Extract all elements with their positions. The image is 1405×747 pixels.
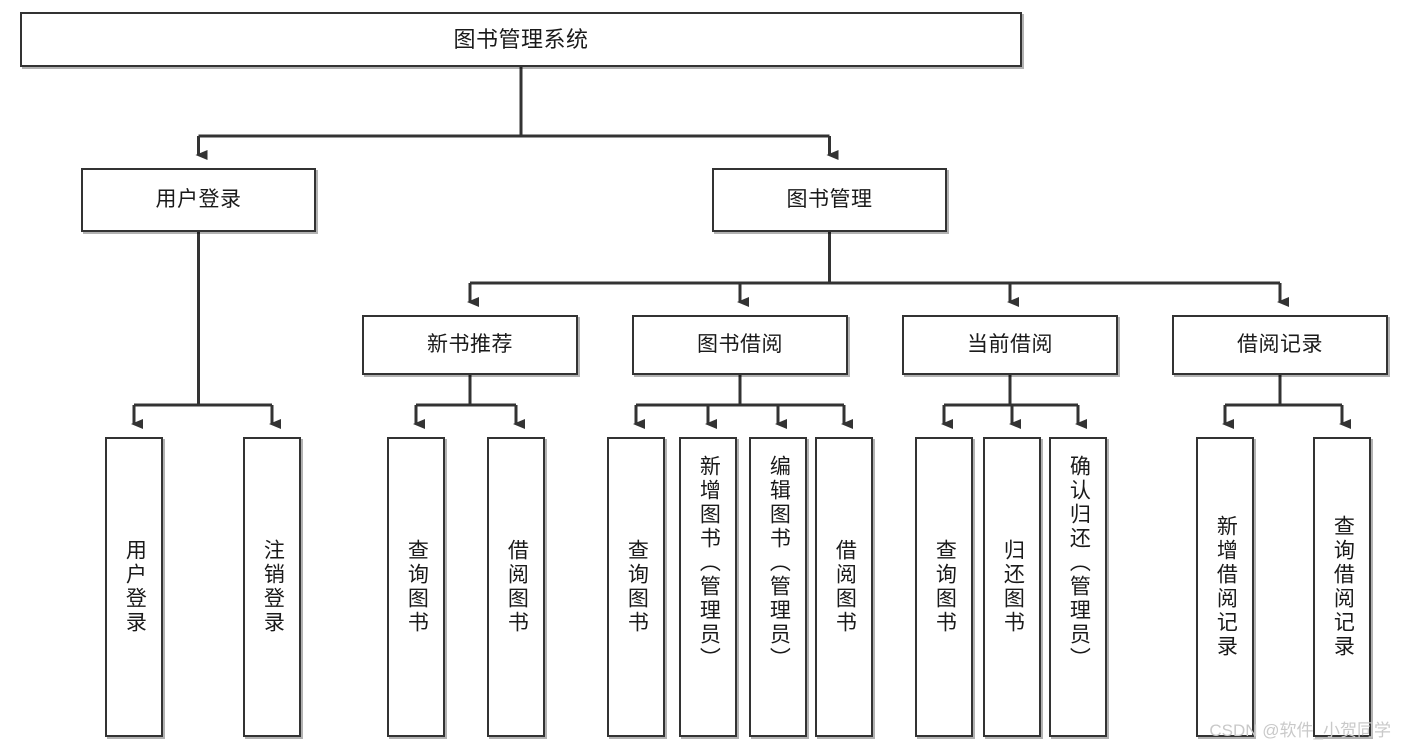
node-label: 新增借阅记录 bbox=[1214, 515, 1238, 659]
node-leaf-logout[interactable]: 注销登录 bbox=[243, 437, 301, 737]
node-label: 新书推荐 bbox=[427, 332, 513, 356]
node-label: 图书管理系统 bbox=[453, 26, 589, 52]
node-label: 当前借阅 bbox=[967, 332, 1053, 356]
node-label: 借阅图书 bbox=[505, 539, 529, 635]
node-borrow-record[interactable]: 借阅记录 bbox=[1172, 315, 1388, 375]
node-leaf-add-book[interactable]: 新增图书（管理员） bbox=[679, 437, 737, 737]
node-label: 查询图书 bbox=[933, 539, 957, 635]
node-leaf-borrow-book-recommend[interactable]: 借阅图书 bbox=[487, 437, 545, 737]
node-leaf-edit-book[interactable]: 编辑图书（管理员） bbox=[749, 437, 807, 737]
node-root[interactable]: 图书管理系统 bbox=[20, 12, 1022, 67]
node-leaf-query-record[interactable]: 查询借阅记录 bbox=[1313, 437, 1371, 737]
node-label: 注销登录 bbox=[261, 539, 285, 635]
node-leaf-add-record[interactable]: 新增借阅记录 bbox=[1196, 437, 1254, 737]
node-label: 用户登录 bbox=[123, 539, 147, 635]
node-leaf-query-book-recommend[interactable]: 查询图书 bbox=[387, 437, 445, 737]
node-leaf-return-book[interactable]: 归还图书 bbox=[983, 437, 1041, 737]
node-current-borrow[interactable]: 当前借阅 bbox=[902, 315, 1118, 375]
node-label: 用户登录 bbox=[155, 187, 242, 211]
node-label: 查询图书 bbox=[625, 539, 649, 635]
node-label: 确认归还（管理员） bbox=[1067, 455, 1091, 671]
node-leaf-query-book-current[interactable]: 查询图书 bbox=[915, 437, 973, 737]
node-label: 归还图书 bbox=[1001, 539, 1025, 635]
node-book-manage[interactable]: 图书管理 bbox=[712, 168, 947, 232]
node-label: 查询借阅记录 bbox=[1331, 515, 1355, 659]
node-label: 借阅记录 bbox=[1237, 332, 1323, 356]
node-user-login[interactable]: 用户登录 bbox=[81, 168, 316, 232]
node-leaf-user-login[interactable]: 用户登录 bbox=[105, 437, 163, 737]
node-leaf-query-book-borrow[interactable]: 查询图书 bbox=[607, 437, 665, 737]
node-label: 图书借阅 bbox=[697, 332, 783, 356]
node-new-book-recommend[interactable]: 新书推荐 bbox=[362, 315, 578, 375]
node-book-borrow[interactable]: 图书借阅 bbox=[632, 315, 848, 375]
node-leaf-borrow-book[interactable]: 借阅图书 bbox=[815, 437, 873, 737]
node-label: 查询图书 bbox=[405, 539, 429, 635]
node-leaf-confirm-return[interactable]: 确认归还（管理员） bbox=[1049, 437, 1107, 737]
node-label: 编辑图书（管理员） bbox=[767, 455, 791, 671]
node-label: 借阅图书 bbox=[833, 539, 857, 635]
node-label: 图书管理 bbox=[786, 187, 873, 211]
node-label: 新增图书（管理员） bbox=[697, 455, 721, 671]
